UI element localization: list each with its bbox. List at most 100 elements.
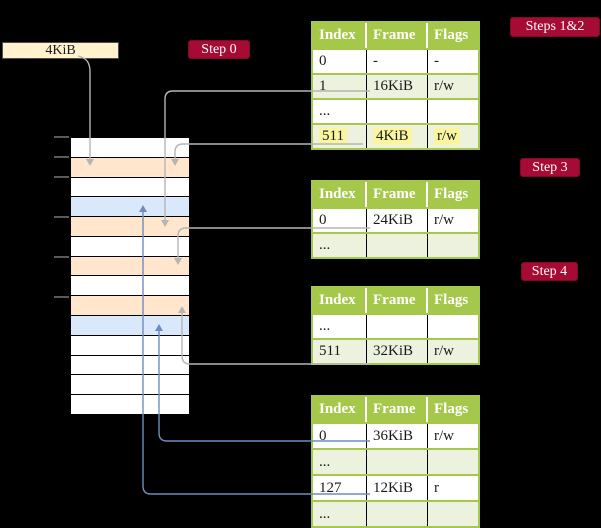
memory-tick-marks (54, 136, 69, 298)
cell-index: 0 (313, 424, 367, 448)
cell-frame: 12KiB (367, 476, 428, 500)
cell-frame (367, 502, 428, 526)
cell-text: 511 (319, 343, 341, 359)
table-header-row: Index Frame Flags (313, 397, 478, 422)
cell-index: ... (313, 315, 367, 338)
cell-text: ... (319, 237, 331, 253)
header-flags: Flags (434, 27, 469, 43)
memory-frame-row (71, 197, 189, 218)
cell-flags: - (428, 50, 478, 73)
cell-text: - (434, 53, 439, 69)
cell-text: 12KiB (373, 479, 414, 496)
cell-frame (367, 450, 428, 474)
memory-frame-row (71, 296, 189, 317)
cell-frame: 32KiB (367, 340, 428, 363)
header-index: Index (313, 397, 367, 422)
cell-text: r/w (434, 427, 454, 444)
cell-frame: 4KiB (367, 125, 428, 148)
cell-text: r (434, 479, 439, 496)
cell-frame (367, 315, 428, 338)
cell-frame (367, 234, 428, 257)
header-index: Index (313, 288, 367, 313)
cell-flags (428, 315, 478, 338)
cell-text: 0 (319, 427, 327, 444)
cell-text: ... (319, 505, 331, 522)
cell-frame: 36KiB (367, 424, 428, 448)
cell-flags: r/w (428, 75, 478, 98)
cell-index: 127 (313, 476, 367, 500)
header-index: Index (313, 23, 367, 48)
header-flags: Flags (434, 401, 469, 417)
table-header-row: Index Frame Flags (313, 288, 478, 313)
memory-frame-row (71, 138, 189, 158)
cell-index: ... (313, 100, 367, 123)
highlighted-text: r/w (434, 128, 460, 145)
cell-text: 32KiB (373, 343, 414, 359)
cell-text: 0 (319, 53, 327, 69)
memory-frame-row (71, 276, 189, 297)
step4-badge: Step 4 (521, 262, 578, 281)
cell-text: r/w (434, 343, 454, 359)
cell-flags: r/w (428, 340, 478, 363)
cell-index: ... (313, 450, 367, 474)
memory-frame-row (71, 375, 189, 396)
header-flags: Flags (434, 292, 469, 308)
cell-text: ... (319, 103, 331, 119)
cell-index: ... (313, 502, 367, 526)
table-row: ... (313, 313, 478, 338)
cell-index: 1 (313, 75, 367, 98)
cell-frame: 16KiB (367, 75, 428, 98)
table-row-recursive: 511 4KiB r/w (313, 123, 478, 148)
cell-flags: r/w (428, 424, 478, 448)
step3-badge: Step 3 (520, 158, 580, 177)
table-row: 127 12KiB r (313, 474, 478, 500)
memory-frame-row (71, 395, 189, 414)
cell-flags: r/w (428, 209, 478, 232)
table-header-row: Index Frame Flags (313, 182, 478, 207)
header-frame: Frame (367, 288, 428, 313)
cell-index: ... (313, 234, 367, 257)
cell-text: ... (319, 318, 331, 334)
table-row: 511 32KiB r/w (313, 338, 478, 363)
cell-text: 1 (319, 78, 327, 94)
table-row: ... (313, 500, 478, 526)
memory-frame-row (71, 157, 189, 178)
header-flags: Flags (434, 186, 469, 202)
cell-text: 24KiB (373, 212, 414, 228)
memory-frame-row (71, 335, 189, 356)
step0-badge: Step 0 (188, 40, 250, 59)
cell-frame (367, 100, 428, 123)
table-row: ... (313, 448, 478, 474)
page-table-3: Index Frame Flags ... 511 32KiB r/w (311, 286, 480, 365)
cell-text: 16KiB (373, 78, 414, 94)
table-header-row: Index Frame Flags (313, 23, 478, 48)
cell-index: 0 (313, 209, 367, 232)
cell-index: 0 (313, 50, 367, 73)
table-row: 1 16KiB r/w (313, 73, 478, 98)
memory-frame-row (71, 177, 189, 198)
cell-index: 511 (313, 125, 367, 148)
cell-flags: r (428, 476, 478, 500)
highlighted-text: 4KiB (373, 128, 412, 145)
memory-frame-row (71, 236, 189, 257)
cell-text: 36KiB (373, 427, 414, 444)
memory-frame-row (71, 355, 189, 376)
cell-text: - (373, 53, 378, 69)
cell-flags (428, 100, 478, 123)
table-row: ... (313, 98, 478, 123)
table-row: 0 - - (313, 48, 478, 73)
cell-text: r/w (434, 212, 454, 228)
cell-flags: r/w (428, 125, 478, 148)
cell-flags (428, 502, 478, 526)
memory-frame-row (71, 316, 189, 336)
cell-text: 0 (319, 212, 327, 228)
steps12-badge: Steps 1&2 (510, 17, 600, 37)
cell-text: r/w (434, 78, 454, 94)
header-frame: Frame (367, 182, 428, 207)
frame-address-box: 4KiB (2, 42, 119, 59)
cell-text: ... (319, 453, 331, 470)
memory-frame-row (71, 217, 189, 237)
cell-frame: 24KiB (367, 209, 428, 232)
header-index: Index (313, 182, 367, 207)
